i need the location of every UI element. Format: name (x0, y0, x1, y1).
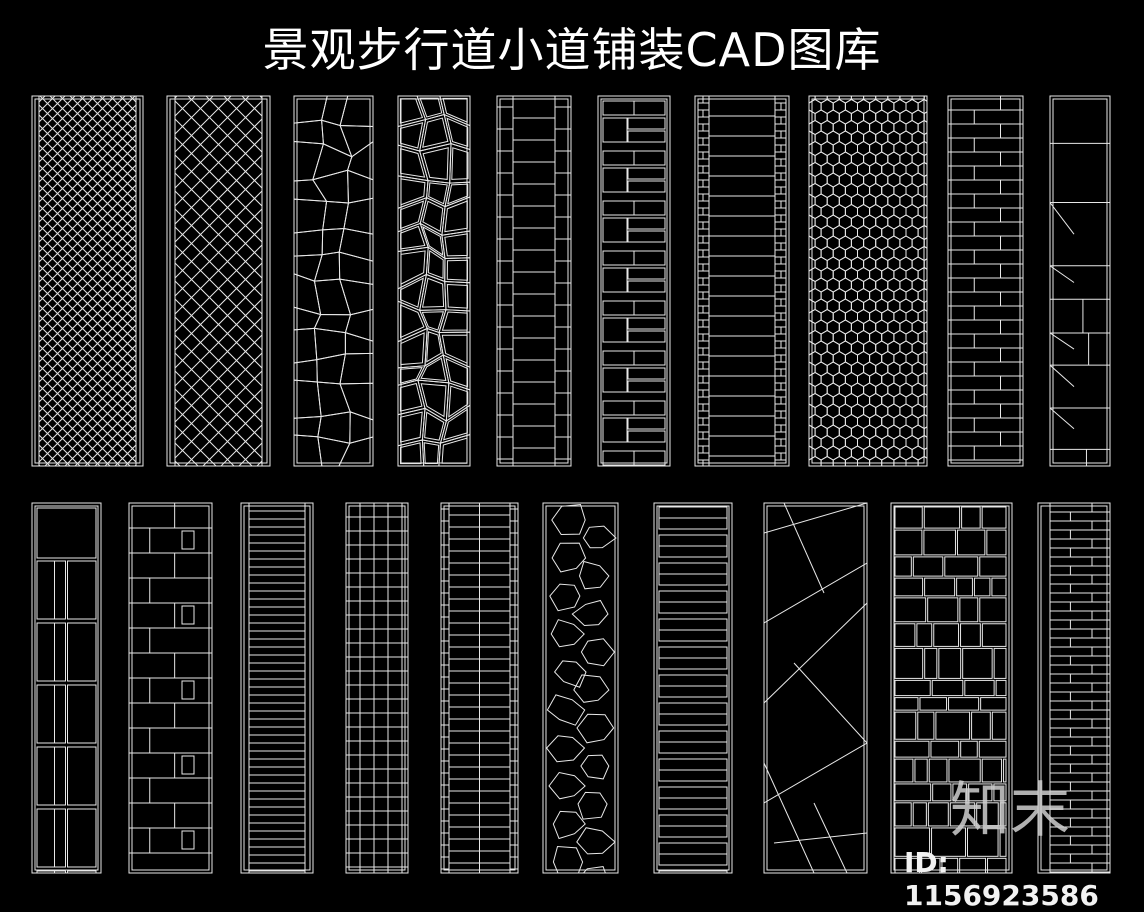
hexagon-pattern-panel (808, 95, 928, 467)
interlock-brick-pattern-panel (597, 95, 671, 467)
broken-diagonal-pattern-panel (763, 502, 868, 874)
random-slab-pattern-panel (1049, 95, 1111, 467)
horizontal-slat-pattern-panel (240, 502, 314, 874)
flagstone-outlined-pattern-panel (397, 95, 471, 467)
watermark-id: ID: 1156923586 (904, 846, 1099, 912)
stack-brick-pattern-panel (1037, 502, 1111, 874)
watermark-logo: 知末 (950, 776, 1070, 846)
square-grid-pattern-panel (345, 502, 409, 874)
staggered-slab-pattern-panel (128, 502, 213, 874)
herringbone-pattern-panel (31, 95, 144, 467)
crazy-paving-pattern-panel (293, 95, 374, 467)
plank-with-border-pattern-panel (496, 95, 572, 467)
page-title: 景观步行道小道铺装CAD图库 (262, 23, 882, 77)
plank-with-brick-edges-pattern-panel (694, 95, 790, 467)
mixed-block-pattern-panel (31, 502, 102, 874)
double-column-brick-pattern-panel (440, 502, 519, 874)
diagonal-grid-pattern-panel (166, 95, 271, 467)
stepping-stone-pattern-panel (542, 502, 619, 874)
wide-plank-pattern-panel (653, 502, 733, 874)
running-bond-brick-pattern-panel (947, 95, 1024, 467)
ashlar-random-pattern-panel (890, 502, 1013, 874)
